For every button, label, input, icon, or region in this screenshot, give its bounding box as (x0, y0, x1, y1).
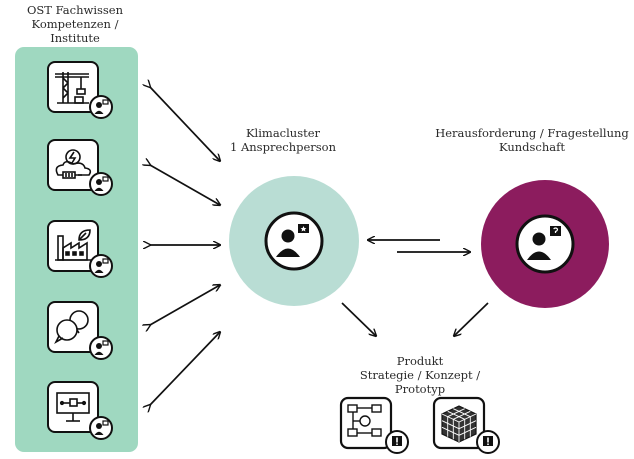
factory-leaf-icon (55, 229, 91, 261)
person-badge-1 (89, 95, 113, 119)
arrow-tile1-center (150, 87, 220, 161)
client-question-icon (515, 214, 575, 274)
warning-badge-2 (476, 430, 500, 454)
workflow-diagram-icon (339, 396, 393, 450)
presentation-screen-icon (56, 392, 90, 422)
competence-tile-industry (47, 220, 99, 272)
left-heading-line2: Kompetenzen / Institute (31, 17, 119, 45)
person-badge-5 (89, 416, 113, 440)
energy-battery-icon (55, 149, 92, 179)
competence-tile-construction (47, 61, 99, 113)
competence-tile-digital (47, 381, 99, 433)
person-plus-icon (94, 340, 109, 355)
person-badge-3 (89, 254, 113, 278)
person-plus-icon (94, 176, 109, 191)
center-heading: Klimacluster 1 Ansprechperson (218, 126, 348, 154)
contact-person-icon (264, 211, 324, 271)
person-badge-4 (89, 336, 113, 360)
person-badge-2 (89, 172, 113, 196)
person-plus-icon (94, 258, 109, 273)
arrow-tile4-center (150, 285, 220, 325)
chat-bubbles-icon (54, 310, 89, 345)
bottom-heading-line1: Produkt (396, 354, 444, 368)
right-heading: Herausforderung / Fragestellung Kundscha… (432, 126, 632, 154)
left-heading: OST Fachwissen Kompetenzen / Institute (5, 3, 145, 45)
center-heading-line1: Klimacluster (245, 126, 321, 140)
arrow-tile5-center (150, 332, 220, 405)
center-heading-line2: 1 Ansprechperson (230, 140, 336, 154)
cube-blocks-icon (432, 396, 486, 450)
bottom-heading: Produkt Strategie / Konzept / Prototyp (335, 354, 505, 396)
arrow-center-to-product (341, 302, 376, 336)
bottom-heading-line2: Strategie / Konzept / Prototyp (359, 368, 481, 396)
competence-tile-energy (47, 139, 99, 191)
right-heading-line2: Kundschaft (499, 140, 565, 154)
arrow-tile2-center (150, 165, 220, 205)
construction-crane-icon (55, 72, 89, 104)
left-heading-line1: OST Fachwissen (26, 3, 124, 17)
person-plus-icon (94, 99, 109, 114)
arrow-client-to-product (454, 302, 489, 336)
warning-badge-1 (385, 430, 409, 454)
person-plus-icon (94, 420, 109, 435)
right-heading-line1: Herausforderung / Fragestellung (435, 126, 629, 140)
